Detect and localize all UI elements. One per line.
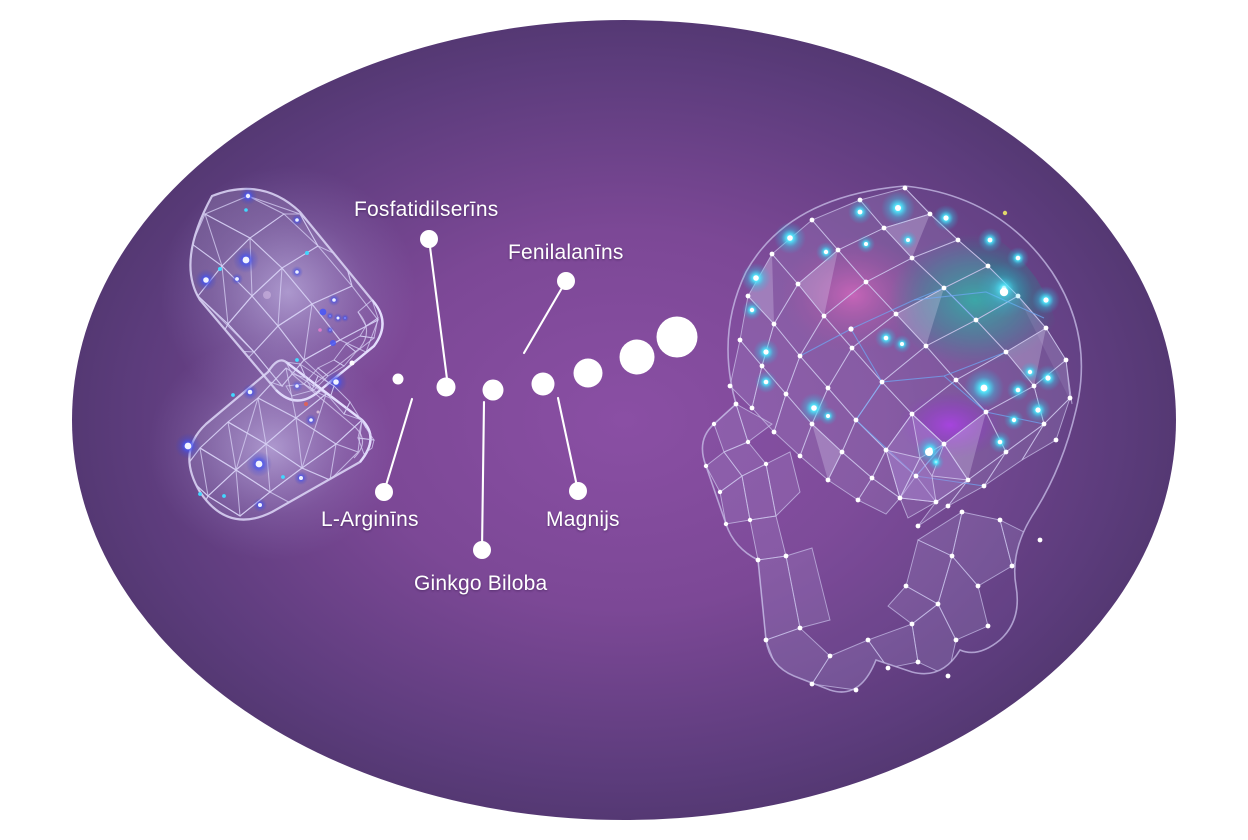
particle-dot-1 [349,360,355,366]
callout-label-fosfatidilserins: Fosfatidilserīns [354,198,499,221]
particle-dot-7 [619,339,655,375]
capsule-bottom-half [175,359,375,521]
particle-dot-3 [436,377,456,397]
callout-line-fosfatidilserins [427,237,449,381]
callout-marker-ginkgobiloba [473,541,491,559]
capsule-stray-particles [319,308,336,346]
wireframe-head-profile [701,185,1083,693]
particle-dot-8 [656,316,698,358]
callout-label-fenilalanins: Fenilalanīns [508,241,624,264]
particle-dot-5 [531,372,555,396]
callout-marker-larginins [375,483,393,501]
callout-line-fenilalanins [522,279,568,355]
wireframe-capsule [148,166,416,560]
head-vertex-dots [703,185,1073,693]
brain-glow-nodes [741,191,1061,470]
particle-trail [349,316,698,401]
callout-line-larginins [382,397,414,494]
callout-marker-magnijs [569,482,587,500]
particle-dot-6 [573,358,603,388]
callout-label-larginins: L-Arginīns [321,508,419,531]
capsule-top-nodes [195,187,349,393]
callout-lines-group [375,230,587,559]
callout-line-ginkgobiloba [480,400,486,552]
callout-label-ginkgo-biloba: Ginkgo Biloba [414,572,548,595]
particle-dot-2 [392,373,404,385]
particle-dot-4 [482,379,504,401]
callout-marker-fenilalanins [557,272,575,290]
capsule-bottom-nodes [175,384,320,512]
callout-marker-fosfatidilserins [420,230,438,248]
capsule-bottom-rim [285,361,375,463]
callout-label-magnijs: Magnijs [546,508,620,531]
callout-line-magnijs [556,396,580,493]
